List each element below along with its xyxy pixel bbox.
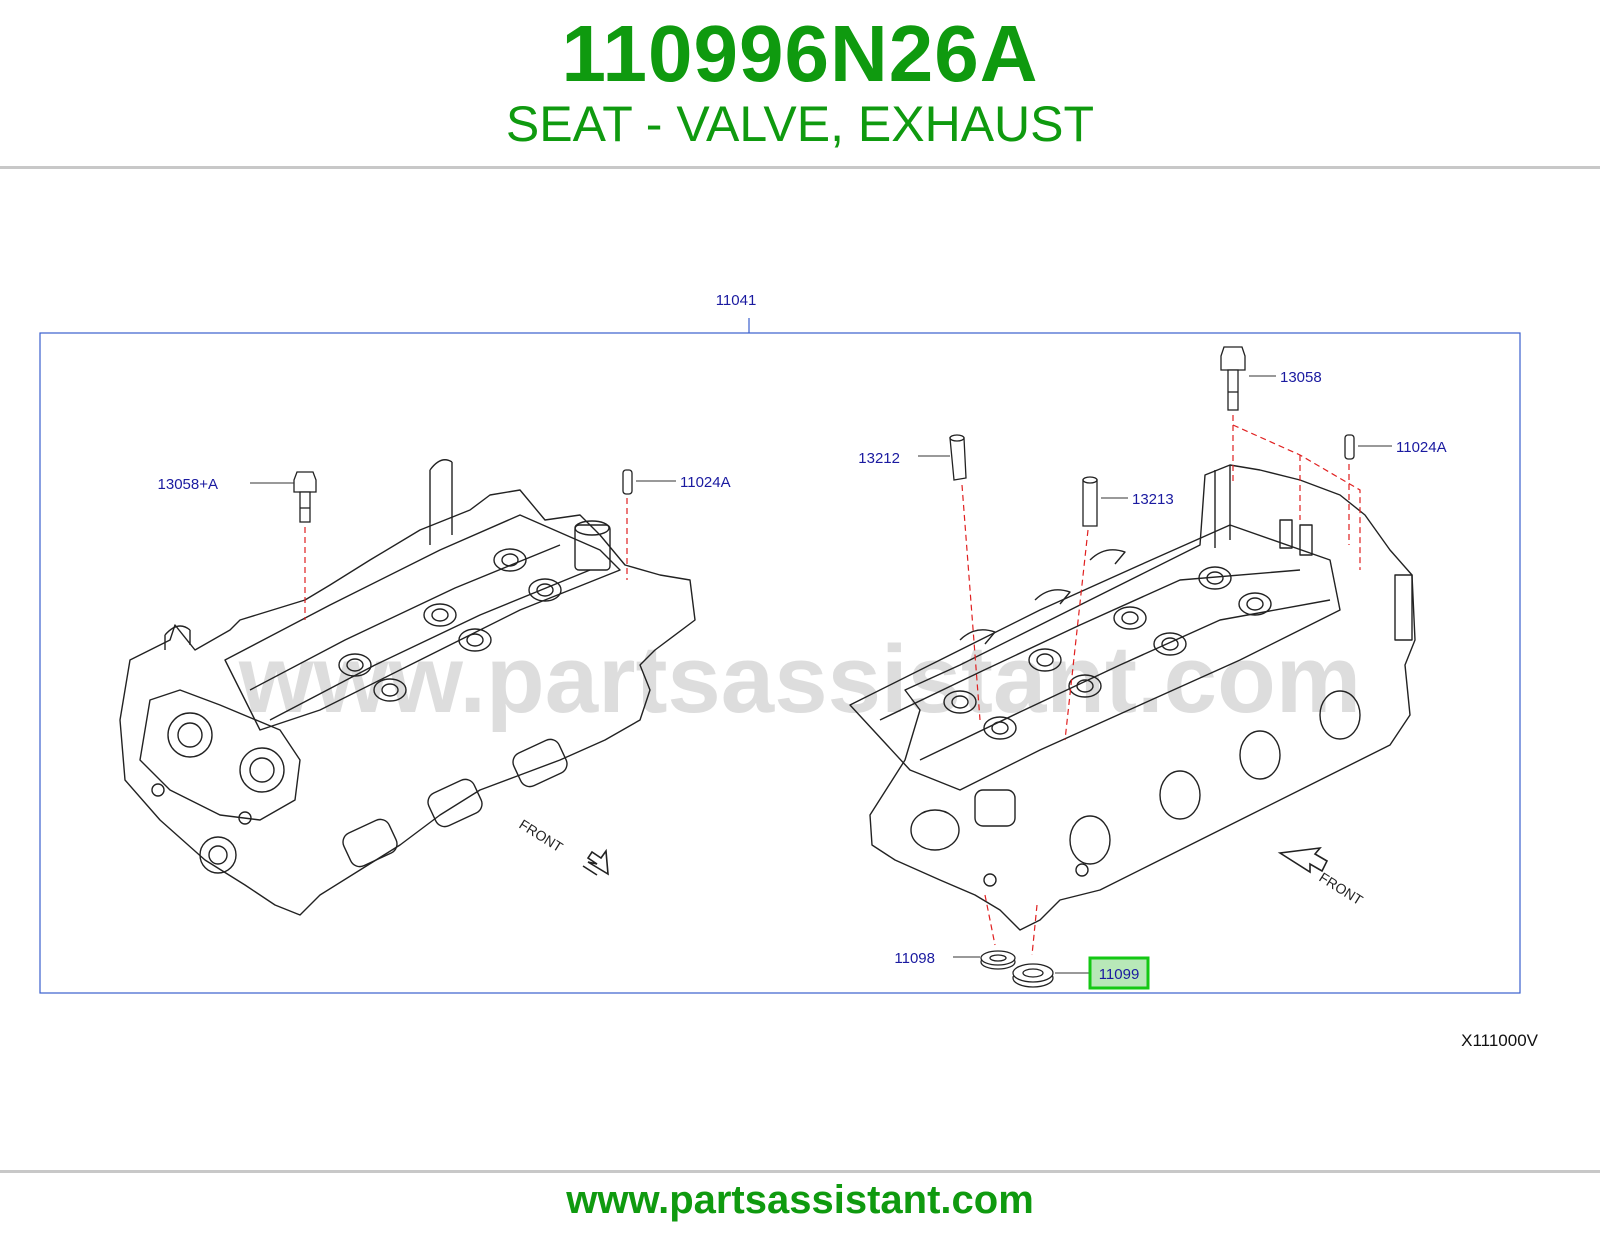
callout-right-11024a[interactable]: 11024A: [1396, 439, 1447, 456]
bolt-leader-lines: [1232, 415, 1361, 570]
watermark: www.partsassistant.com: [238, 626, 1361, 733]
front-label-right: FRONT: [1316, 869, 1366, 908]
front-arrow-right-icon: [1277, 846, 1329, 874]
footer-divider: [0, 1170, 1600, 1173]
callout-11098[interactable]: 11098: [894, 950, 935, 967]
footer-website-link[interactable]: www.partsassistant.com: [566, 1178, 1034, 1222]
callout-13058a[interactable]: 13058+A: [158, 476, 218, 493]
valve-seat-11098: [980, 950, 1016, 970]
highlighted-callout-11099[interactable]: 11099: [1088, 956, 1150, 990]
callout-13212[interactable]: 13212: [858, 450, 900, 467]
assembly-frame: [39, 318, 1521, 994]
front-label-left: FRONT: [516, 816, 566, 855]
valve-guide-13213: [1082, 476, 1098, 527]
left-dowel-11024a: [622, 469, 633, 495]
valve-guide-13212: [949, 434, 967, 481]
right-cylinder-head-drawing: [849, 464, 1416, 931]
part-name-subtitle: SEAT - VALVE, EXHAUST: [505, 96, 1095, 152]
part-number-title: 110996N26A: [561, 9, 1039, 98]
callout-11041[interactable]: 11041: [716, 292, 757, 309]
right-dowel-11024a: [1344, 434, 1355, 460]
diagram-code: X111000V: [1461, 1031, 1539, 1050]
callout-13213[interactable]: 13213: [1132, 491, 1174, 508]
left-bolt-13058a: [293, 471, 317, 523]
callout-left-11024a[interactable]: 11024A: [680, 474, 731, 491]
callout-11099[interactable]: 11099: [1099, 966, 1140, 983]
header-divider: [0, 166, 1600, 169]
front-arrow-left-icon: [582, 848, 609, 876]
right-bolt-13058: [1220, 346, 1246, 411]
parts-diagram: www.partsassistant.com 11041: [0, 170, 1600, 1145]
exploded-view-svg: www.partsassistant.com 11041: [39, 292, 1539, 1050]
callout-right-13058[interactable]: 13058: [1280, 369, 1322, 386]
page-header: 110996N26A SEAT - VALVE, EXHAUST: [0, 0, 1600, 168]
left-cylinder-head-drawing: [119, 459, 696, 916]
valve-seat-11099: [1012, 963, 1054, 988]
